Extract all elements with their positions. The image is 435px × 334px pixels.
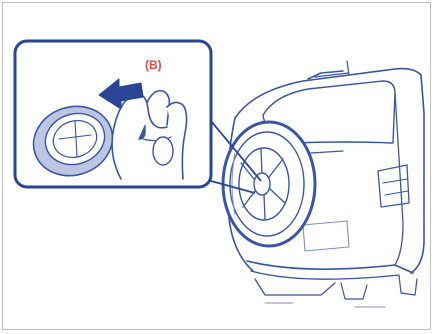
detail-inset: (B) — [15, 41, 211, 187]
callout-label-b: (B) — [145, 58, 162, 72]
spare-tire-icon — [223, 122, 315, 246]
spare-tire-diagram: (B) — [3, 3, 432, 331]
diagram-frame: (B) — [2, 2, 431, 330]
